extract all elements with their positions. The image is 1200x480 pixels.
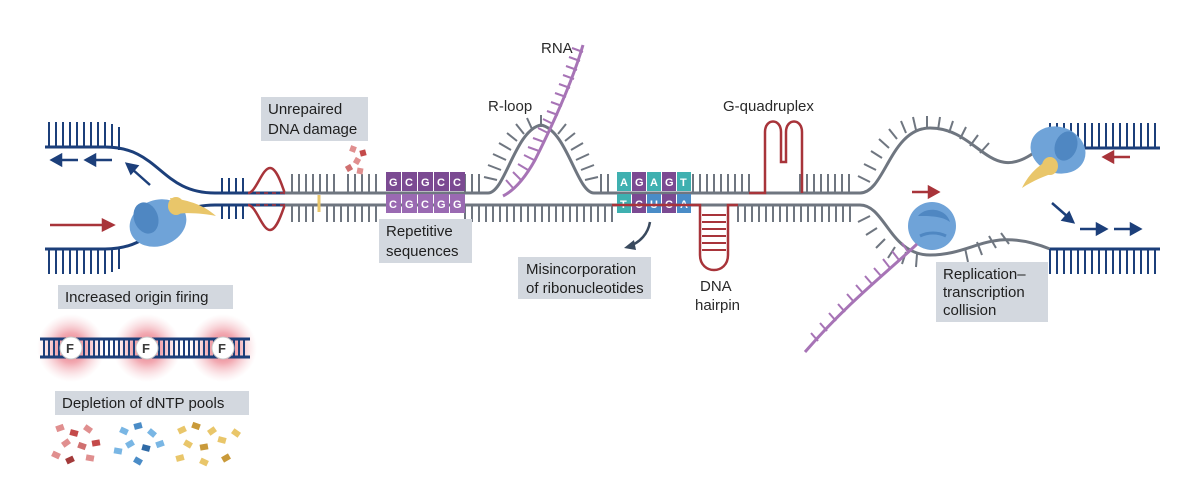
misincorporation-label-line2: of ribonucleotides xyxy=(526,280,644,297)
r-loop xyxy=(483,44,599,198)
ribo-tile-bottom xyxy=(647,194,661,213)
right-replisome xyxy=(1022,126,1086,188)
repeat-tile-top xyxy=(386,172,401,191)
repeat-base-top: G xyxy=(389,177,398,189)
rna-polymerase-icon xyxy=(908,202,956,250)
ribo-base-top: G xyxy=(635,177,644,189)
ribo-tile-bottom xyxy=(617,194,631,213)
right-bottom-bubble xyxy=(859,203,1160,257)
collision-label-line3: collision xyxy=(943,302,996,319)
origin-firing-inset: Increased origin firing F F F xyxy=(37,285,257,382)
duplex-top-rungs xyxy=(291,174,850,193)
damage-fragments xyxy=(344,145,367,175)
label-dna-hairpin: DNA hairpin xyxy=(695,278,740,314)
unrepaired-label-line1: Unrepaired xyxy=(268,101,342,118)
dna-hairpin-label-line1: DNA xyxy=(700,278,732,295)
svg-text:F: F xyxy=(218,341,226,356)
ribo-tile-top xyxy=(617,172,631,191)
repeat-base-top: C xyxy=(437,177,445,189)
repeat-tile-top xyxy=(434,172,449,191)
g-quadruplex xyxy=(749,120,804,195)
ribo-tile-top xyxy=(632,172,646,191)
misincorporation-label-line1: Misincorporation xyxy=(526,261,636,278)
repeat-tile-bottom xyxy=(450,194,465,213)
svg-text:F: F xyxy=(142,341,150,356)
repeat-base-bottom: C xyxy=(421,199,429,211)
duplex-bottom-rungs xyxy=(291,205,851,222)
repeat-base-bottom: G xyxy=(405,199,414,211)
left-fork-red-arrow xyxy=(50,217,116,233)
ribo-tile-top xyxy=(677,172,691,191)
origin-marker-1: F xyxy=(59,336,83,360)
rna-polymerase xyxy=(908,184,956,250)
repeat-tile-top xyxy=(402,172,417,191)
right-replication-fork xyxy=(803,116,1160,353)
repeat-base-bottom: G xyxy=(453,199,462,211)
repeat-base-top: G xyxy=(421,177,430,189)
repeat-base-bottom: G xyxy=(437,199,446,211)
rna-strand xyxy=(502,44,585,198)
collision-label-line2: transcription xyxy=(943,284,1025,301)
left-fork-top-rungs xyxy=(48,122,244,193)
g-quadruplex-label: G-quadruplex xyxy=(723,98,814,115)
repetitive-label-line1: Repetitive xyxy=(386,223,453,240)
right-rightward-arrows xyxy=(1080,221,1143,237)
repeat-base-top: C xyxy=(453,177,461,189)
repeat-tile-bottom xyxy=(418,194,433,213)
collision-red-arrow xyxy=(912,184,941,200)
dntp-red-pool xyxy=(51,423,101,465)
repeat-tile-bottom xyxy=(434,194,449,213)
ribo-tile-bottom xyxy=(662,194,676,213)
right-top-bubble xyxy=(859,126,1160,195)
rna-label: RNA xyxy=(541,40,573,57)
ribo-base-top: T xyxy=(680,177,687,189)
right-diagonal-arrow xyxy=(1051,202,1076,224)
ribo-base-top: A xyxy=(620,177,628,189)
collision-label-line1: Replication– xyxy=(943,266,1026,283)
central-duplex xyxy=(285,174,860,222)
dntp-label: Depletion of dNTP pools xyxy=(62,395,224,412)
label-repetitive-sequences: Repetitive sequences xyxy=(379,219,472,263)
repetitive-label-line2: sequences xyxy=(386,243,459,260)
repeat-base-bottom: C xyxy=(389,199,397,211)
unrepaired-label-line2: DNA damage xyxy=(268,121,357,138)
dna-hairpin xyxy=(612,203,738,272)
left-fork-diagonal-arrow xyxy=(124,162,151,186)
dntp-yellow-pool xyxy=(175,421,241,467)
ribo-tile-top xyxy=(662,172,676,191)
label-unrepaired-damage: Unrepaired DNA damage xyxy=(261,97,368,141)
left-fork-top-strand xyxy=(45,145,285,195)
repeat-tile-top xyxy=(418,172,433,191)
left-replication-fork xyxy=(45,122,285,274)
label-rt-collision: Replication– transcription collision xyxy=(936,262,1048,322)
misincorporation-arrow xyxy=(624,221,652,250)
origin-marker-2: F xyxy=(135,336,159,360)
ribo-tile-bottom xyxy=(632,194,646,213)
dntp-depletion-inset: Depletion of dNTP pools xyxy=(51,391,249,467)
right-red-arrow xyxy=(1101,149,1130,165)
left-fork-bottom-rungs xyxy=(48,205,244,274)
left-fork-leftward-arrows xyxy=(49,152,112,168)
collision-rna-strand xyxy=(803,242,919,353)
svg-text:F: F xyxy=(66,341,74,356)
repeat-tile-bottom xyxy=(386,194,401,213)
ribo-tile-top xyxy=(647,172,661,191)
ribo-base-top: G xyxy=(665,177,674,189)
ribo-tile-bottom xyxy=(677,194,691,213)
dna-hairpin-label-line2: hairpin xyxy=(695,297,740,314)
repeat-tile-top xyxy=(450,172,465,191)
damage-bubble xyxy=(247,166,287,232)
left-replisome xyxy=(129,197,216,247)
ribo-base-top: A xyxy=(650,177,658,189)
r-loop-label: R-loop xyxy=(488,98,532,115)
dntp-blue-pool xyxy=(113,422,165,466)
label-misincorporation: Misincorporation of ribonucleotides xyxy=(518,257,651,299)
repeat-tile-bottom xyxy=(402,194,417,213)
origin-firing-label: Increased origin firing xyxy=(65,289,208,306)
repeat-base-top: C xyxy=(405,177,413,189)
origin-marker-3: F xyxy=(211,336,235,360)
